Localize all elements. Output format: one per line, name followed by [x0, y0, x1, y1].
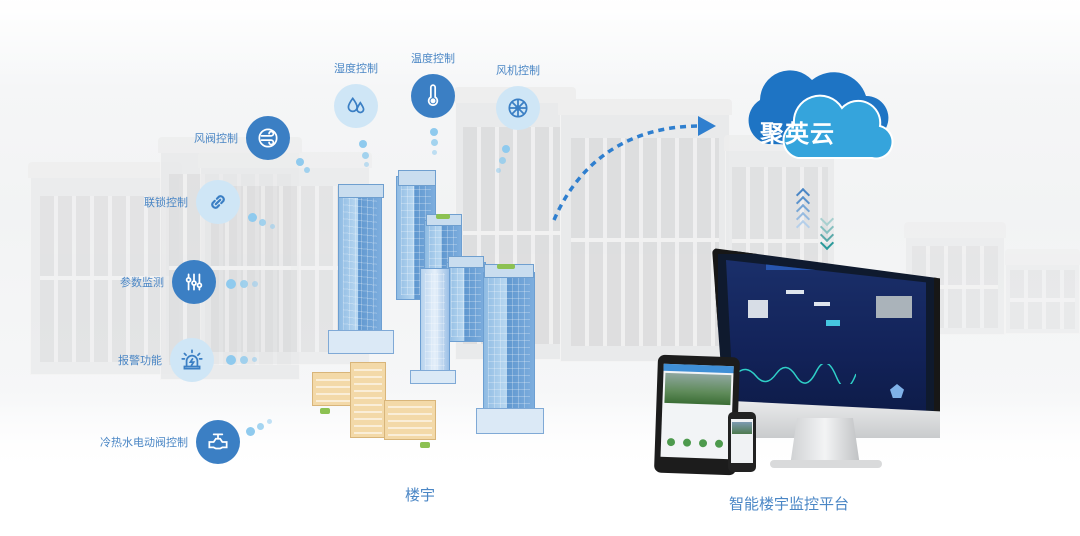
feature-temperature-control: 温度控制 — [411, 52, 455, 118]
feature-label: 联锁控制 — [144, 196, 188, 209]
upload-arrow-icon — [552, 116, 716, 221]
feature-humidity-control: 湿度控制 — [334, 62, 378, 128]
phone-device — [728, 412, 756, 472]
feature-label: 报警功能 — [118, 354, 162, 367]
feature-interlock-control: 联锁控制 — [144, 180, 240, 224]
pipe-valve-icon — [196, 420, 240, 464]
chain-link-icon — [196, 180, 240, 224]
fan-icon — [496, 86, 540, 130]
feature-water-valve-control: 冷热水电动阀控制 — [100, 420, 240, 464]
alarm-beacon-icon — [170, 338, 214, 382]
dashboard-screen — [726, 260, 926, 420]
feature-label: 风阀控制 — [194, 132, 238, 145]
thermometer-icon — [411, 74, 455, 118]
feature-label: 冷热水电动阀控制 — [100, 436, 188, 449]
air-damper-icon — [246, 116, 290, 160]
feature-damper-control: 风阀控制 — [194, 116, 290, 160]
feature-label: 湿度控制 — [334, 62, 378, 75]
water-drops-icon — [334, 84, 378, 128]
feature-label: 风机控制 — [496, 64, 540, 77]
buildings-caption: 楼宇 — [405, 486, 436, 504]
top-fade — [0, 0, 1080, 90]
feature-alarm: 报警功能 — [118, 338, 214, 382]
feature-label: 参数监测 — [120, 276, 164, 289]
cloud-label: 聚英云 — [760, 120, 835, 148]
sliders-icon — [172, 260, 216, 304]
feature-label: 温度控制 — [411, 52, 455, 65]
cloud-icon: 聚英云 — [738, 66, 898, 166]
feature-fan-control: 风机控制 — [496, 64, 540, 130]
platform-caption: 智能楼宇监控平台 — [729, 495, 850, 513]
feature-parameter-monitoring: 参数监测 — [120, 260, 216, 304]
